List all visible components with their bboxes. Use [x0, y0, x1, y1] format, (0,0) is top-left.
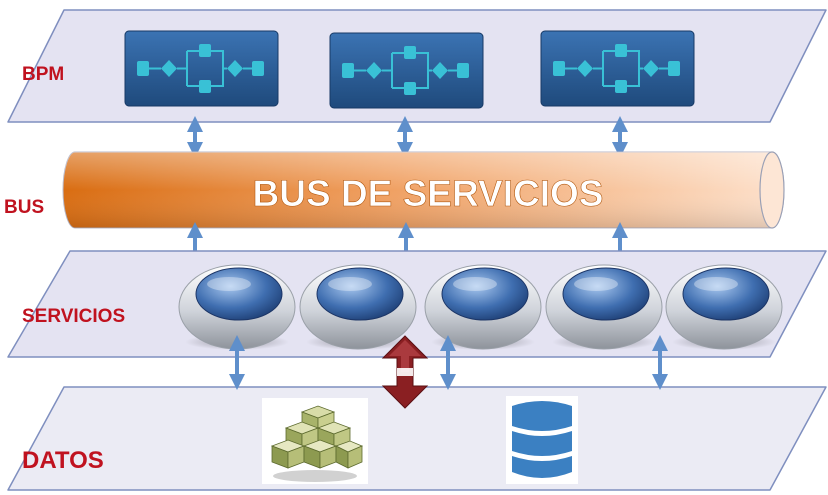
data-cube-icon: [262, 398, 368, 484]
data-panel: [7, 386, 827, 491]
bus-pipe-end: [759, 151, 785, 229]
process-block: [124, 30, 279, 107]
service-node-icon: [299, 264, 417, 350]
bus-title: BUS DE SERVICIOS: [253, 173, 604, 214]
process-flow-icon: [342, 46, 469, 95]
bus-layer: BUS BUS DE SERVICIOS: [4, 151, 785, 229]
services-data-connectors: [229, 335, 668, 390]
service-node-icon: [178, 264, 296, 350]
data-layer: DATOS: [7, 335, 827, 491]
process-flow-icon: [553, 44, 680, 93]
process-block: [540, 30, 695, 107]
bus-label: BUS: [4, 197, 44, 218]
service-node-icon: [665, 264, 783, 350]
process-flow-icon: [137, 44, 264, 93]
database-icon: [506, 396, 578, 484]
bpm-layer: BPM: [7, 9, 827, 123]
bpm-label: BPM: [22, 64, 64, 85]
services-label: SERVICIOS: [22, 306, 125, 327]
services-layer: SERVICIOS: [7, 250, 827, 358]
service-node-icon: [545, 264, 663, 350]
bidirectional-arrow-icon: [381, 335, 429, 409]
service-node-icon: [424, 264, 542, 350]
data-label: DATOS: [22, 447, 104, 474]
process-block: [329, 32, 484, 109]
bpm-bus-connectors: [187, 116, 628, 158]
